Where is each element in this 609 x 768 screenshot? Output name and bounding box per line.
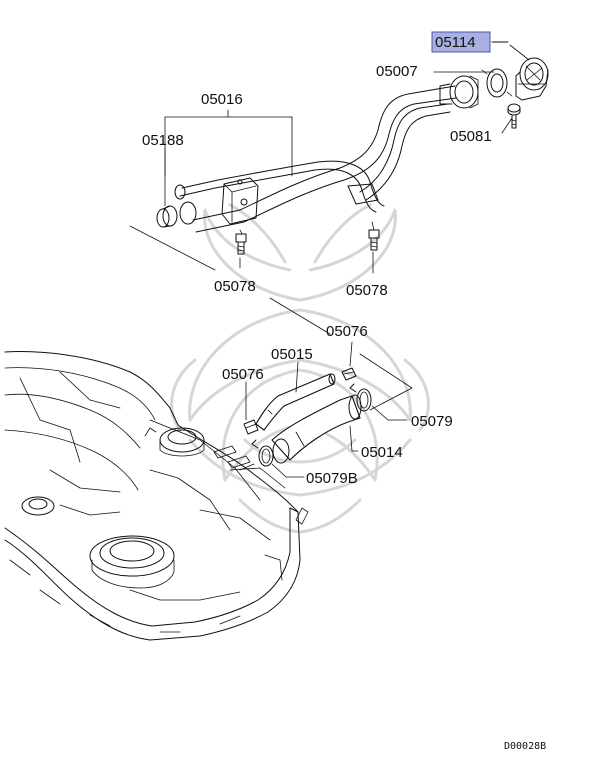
hose-clamp-05079b <box>251 439 274 467</box>
clip-lower <box>243 419 259 435</box>
filler-hose <box>271 394 362 464</box>
label-05079: 05079 <box>411 413 453 430</box>
fuel-cap <box>515 57 549 101</box>
clip-upper <box>341 367 357 381</box>
breather-hose <box>255 373 336 431</box>
screw <box>507 103 521 129</box>
label-05076-lower: 05076 <box>222 366 264 383</box>
label-05081: 05081 <box>450 128 492 145</box>
label-05015: 05015 <box>271 346 313 363</box>
filler-pipe <box>174 75 479 233</box>
bolt-left <box>235 229 247 255</box>
label-05016: 05016 <box>201 91 243 108</box>
label-05007: 05007 <box>376 63 418 80</box>
bolt-right <box>368 221 380 251</box>
leader-lines <box>129 44 530 478</box>
label-05114: 05114 <box>435 34 476 51</box>
label-05188: 05188 <box>142 132 184 149</box>
grommet <box>156 205 178 228</box>
label-05078-left: 05078 <box>214 278 256 295</box>
label-05078-right: 05078 <box>346 282 388 299</box>
label-05014: 05014 <box>361 444 403 461</box>
fuel-tank <box>4 351 309 641</box>
gasket <box>481 68 513 98</box>
document-id: D00028B <box>504 741 546 752</box>
highlight-box <box>431 31 491 53</box>
watermark-emblem <box>170 203 430 534</box>
label-05076-upper: 05076 <box>326 323 368 340</box>
label-05079b: 05079B <box>306 470 358 487</box>
hose-clamp-05079 <box>349 383 372 412</box>
